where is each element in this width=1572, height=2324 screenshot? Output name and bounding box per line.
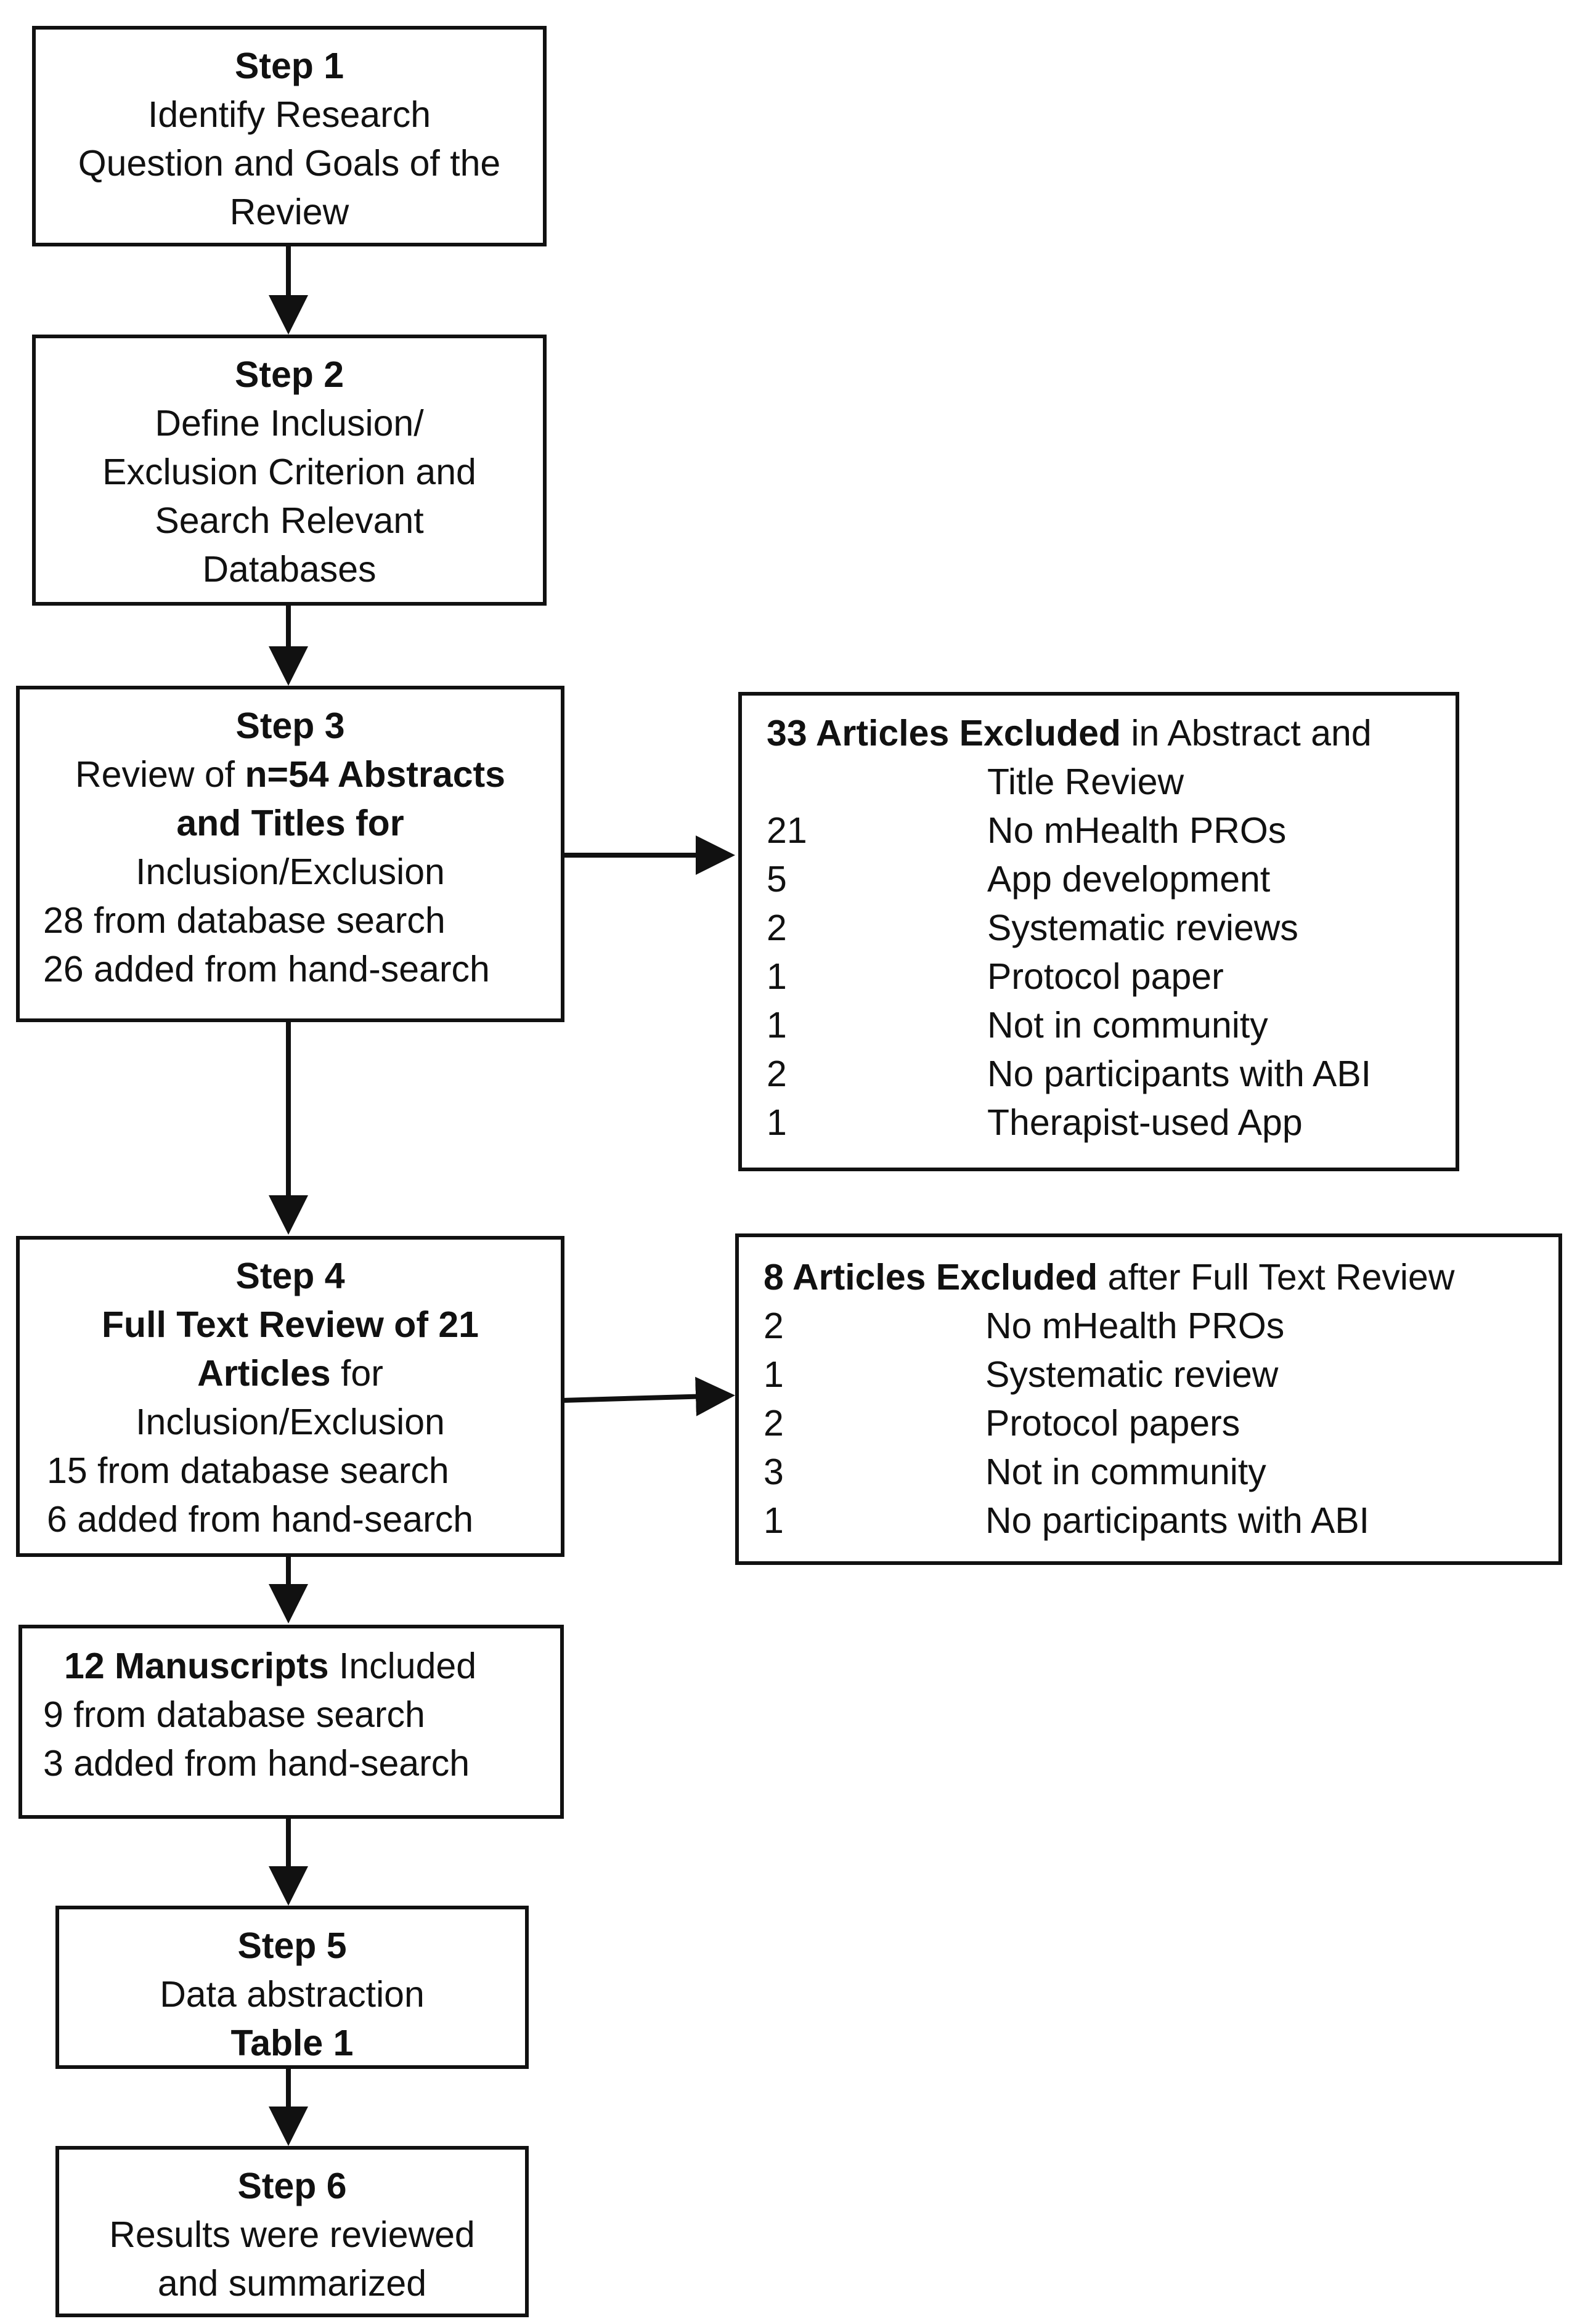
step2-line: Search Relevant xyxy=(155,500,424,541)
exclusion1-reason: Therapist-used App xyxy=(987,1102,1303,1143)
exclusion2-header-rest: after Full Text Review xyxy=(1098,1257,1455,1298)
exclusion2-reason: No mHealth PROs xyxy=(985,1306,1285,1346)
exclusion1-reason: No mHealth PROs xyxy=(987,810,1287,851)
step4-line3: Inclusion/Exclusion xyxy=(136,1402,445,1442)
step2-box: Step 2 Define Inclusion/ Exclusion Crite… xyxy=(32,335,547,606)
step2-line: Define Inclusion/ xyxy=(155,403,424,444)
exclusion2-row: 3 Not in community xyxy=(764,1448,1558,1497)
exclusion1-row: 2 Systematic reviews xyxy=(767,904,1456,953)
exclusion2-row: 2 Protocol papers xyxy=(764,1399,1558,1448)
step3-line2: and Titles for xyxy=(176,803,404,843)
step4-title: Step 4 xyxy=(235,1256,345,1296)
arrow-step4-to-exclusion2 xyxy=(561,1376,735,1416)
exclusion1-reason: Protocol paper xyxy=(987,956,1224,997)
exclusion2-box: 8 Articles Excluded after Full Text Revi… xyxy=(735,1233,1562,1565)
exclusion2-row: 1 Systematic review xyxy=(764,1351,1558,1399)
exclusion1-row: 1 Therapist-used App xyxy=(767,1099,1456,1147)
step4-line2-rest: for xyxy=(330,1353,383,1394)
step5-line2: Table 1 xyxy=(230,2023,354,2063)
exclusion2-row: 2 No mHealth PROs xyxy=(764,1302,1558,1351)
exclusion1-count: 2 xyxy=(767,908,787,948)
step1-line: Identify Research xyxy=(147,94,431,135)
exclusion1-header-rest: in Abstract and xyxy=(1120,713,1372,754)
included-line3: 3 added from hand-search xyxy=(43,1743,470,1784)
step3-line1-prefix: Review of xyxy=(75,754,245,795)
included-header: 12 Manuscripts Included xyxy=(64,1642,560,1691)
step2-title: Step 2 xyxy=(234,354,344,395)
step3-line3: Inclusion/Exclusion xyxy=(136,851,445,892)
step3-line5: 26 added from hand-search xyxy=(43,949,490,989)
exclusion2-reason: Protocol papers xyxy=(985,1403,1240,1444)
exclusion1-box: 33 Articles Excluded in Abstract and Tit… xyxy=(738,692,1459,1171)
step6-line: and summarized xyxy=(157,2263,427,2304)
step5-line1: Data abstraction xyxy=(160,1974,425,2015)
step1-line: Question and Goals of the xyxy=(78,143,501,184)
exclusion2-count: 1 xyxy=(764,1500,784,1541)
exclusion1-count: 21 xyxy=(767,810,807,851)
step6-title: Step 6 xyxy=(237,2166,347,2206)
step4-line5: 6 added from hand-search xyxy=(47,1499,474,1540)
step1-line: Review xyxy=(229,192,349,232)
exclusion1-count: 1 xyxy=(767,956,787,997)
exclusion1-count: 2 xyxy=(767,1054,787,1094)
step1-box: Step 1 Identify Research Question and Go… xyxy=(32,26,547,246)
exclusion1-row: 1 Protocol paper xyxy=(767,953,1456,1001)
step5-box: Step 5 Data abstraction Table 1 xyxy=(55,1906,529,2069)
exclusion2-header: 8 Articles Excluded after Full Text Revi… xyxy=(764,1253,1558,1302)
exclusion2-reason: No participants with ABI xyxy=(985,1500,1370,1541)
exclusion1-count: 1 xyxy=(767,1102,787,1143)
exclusion1-header-line2: Title Review xyxy=(987,762,1184,802)
step4-line4: 15 from database search xyxy=(47,1450,449,1491)
step2-line: Exclusion Criterion and xyxy=(102,452,476,492)
step4-line1: Full Text Review of 21 xyxy=(101,1304,479,1345)
exclusion1-count: 5 xyxy=(767,859,787,900)
step5-title: Step 5 xyxy=(237,1925,347,1966)
exclusion1-row: 5 App development xyxy=(767,855,1456,904)
exclusion2-reason: Systematic review xyxy=(985,1354,1279,1395)
exclusion1-count: 1 xyxy=(767,1005,787,1046)
exclusion1-row: 2 No participants with ABI xyxy=(767,1050,1456,1099)
exclusion1-reason: Not in community xyxy=(987,1005,1268,1046)
included-header-bold: 12 Manuscripts xyxy=(64,1646,329,1686)
step4-line2-bold: Articles xyxy=(197,1353,331,1394)
included-box: 12 Manuscripts Included 9 from database … xyxy=(18,1625,564,1819)
step3-box: Step 3 Review of n=54 Abstracts and Titl… xyxy=(16,686,564,1022)
exclusion1-header: 33 Articles Excluded in Abstract and xyxy=(767,709,1456,758)
exclusion1-reason: App development xyxy=(987,859,1271,900)
exclusion1-reason: No participants with ABI xyxy=(987,1054,1372,1094)
step6-box: Step 6 Results were reviewed and summari… xyxy=(55,2146,529,2317)
exclusion1-header-bold: 33 Articles Excluded xyxy=(767,713,1121,754)
included-line2: 9 from database search xyxy=(43,1694,425,1735)
exclusion2-reason: Not in community xyxy=(985,1452,1266,1492)
step4-box: Step 4 Full Text Review of 21 Articles f… xyxy=(16,1236,564,1557)
step2-line: Databases xyxy=(202,549,377,590)
exclusion2-count: 1 xyxy=(764,1354,784,1395)
step4-line2: Articles for xyxy=(20,1349,561,1398)
step3-line4: 28 from database search xyxy=(43,900,446,941)
exclusion2-count: 2 xyxy=(764,1403,784,1444)
exclusion1-reason: Systematic reviews xyxy=(987,908,1298,948)
exclusion1-row: 21 No mHealth PROs xyxy=(767,806,1456,855)
step1-title: Step 1 xyxy=(234,46,344,86)
step3-title: Step 3 xyxy=(235,705,345,746)
exclusion2-count: 3 xyxy=(764,1452,784,1492)
exclusion2-header-bold: 8 Articles Excluded xyxy=(764,1257,1098,1298)
step6-line: Results were reviewed xyxy=(109,2214,475,2255)
exclusion1-row: 1 Not in community xyxy=(767,1001,1456,1050)
step3-line1: Review of n=54 Abstracts xyxy=(20,750,561,799)
step3-line1-bold: n=54 Abstracts xyxy=(245,754,505,795)
included-header-rest: Included xyxy=(328,1646,477,1686)
exclusion2-row: 1 No participants with ABI xyxy=(764,1497,1558,1545)
exclusion2-count: 2 xyxy=(764,1306,784,1346)
